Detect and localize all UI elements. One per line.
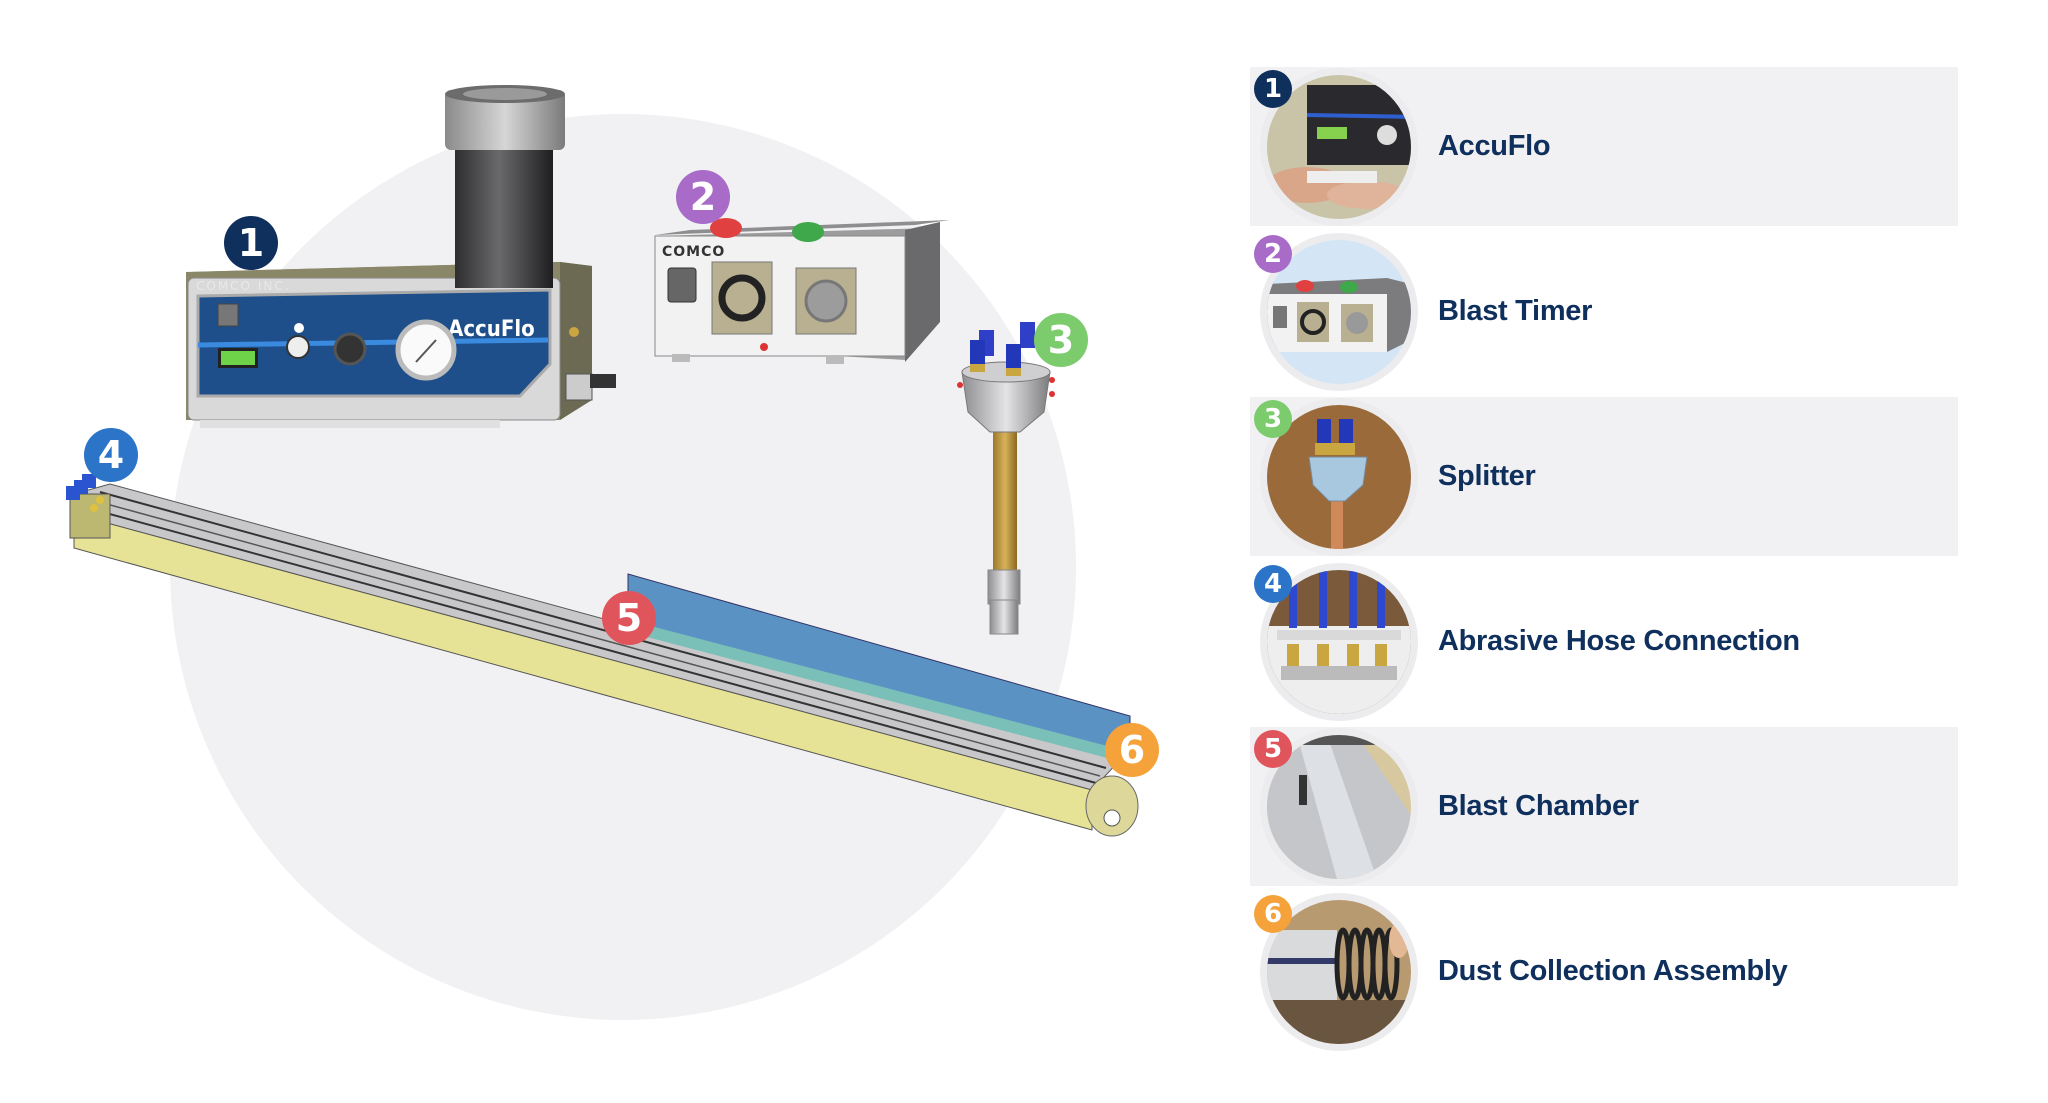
timer-panel-brand: COMCO [662, 244, 725, 260]
accuflo-unit: COMCO INC. AccuFlo [186, 85, 616, 428]
callout-5-number: 5 [615, 596, 643, 640]
legend-badge-6: 6 [1254, 895, 1292, 933]
legend-item-blast-timer[interactable]: 2 Blast Timer [1250, 229, 1958, 394]
dust-collection-photo-icon [1267, 900, 1411, 1044]
legend-badge-number: 4 [1263, 569, 1283, 599]
legend-badge-2: 2 [1254, 235, 1292, 273]
legend-badge-4: 4 [1254, 565, 1292, 603]
callout-1-number: 1 [237, 221, 265, 265]
callout-2-number: 2 [689, 175, 717, 219]
accuflo-panel-name: AccuFlo [448, 317, 535, 342]
callout-4[interactable]: 4 [84, 428, 138, 482]
legend-label: AccuFlo [1438, 130, 1551, 162]
accuflo-panel-brand: COMCO INC. [196, 279, 291, 293]
legend-badge-number: 2 [1263, 239, 1283, 269]
callout-4-number: 4 [97, 433, 125, 477]
callout-6[interactable]: 6 [1105, 723, 1159, 777]
callout-1[interactable]: 1 [224, 216, 278, 270]
legend-badge-1: 1 [1254, 70, 1292, 108]
legend-badge-3: 3 [1254, 400, 1292, 438]
callout-5[interactable]: 5 [602, 591, 656, 645]
legend-label: Splitter [1438, 460, 1536, 492]
legend-item-abrasive-hose-connection[interactable]: 4 Abrasive Hose Connection [1250, 559, 1958, 724]
callout-6-number: 6 [1118, 728, 1146, 772]
callout-3[interactable]: 3 [1034, 313, 1088, 367]
legend-badge-number: 1 [1263, 74, 1283, 104]
legend-badge-number: 3 [1263, 404, 1283, 434]
splitter-photo-icon [1267, 405, 1411, 549]
blast-rail-assembly [66, 474, 1139, 837]
legend-item-splitter[interactable]: 3 Splitter [1250, 394, 1958, 559]
thumbnail-frame [1260, 728, 1418, 886]
legend-label: Dust Collection Assembly [1438, 955, 1788, 987]
blast-timer-photo-icon [1267, 240, 1411, 384]
thumbnail-frame [1260, 68, 1418, 226]
legend-label: Blast Timer [1438, 295, 1593, 327]
callout-2[interactable]: 2 [676, 170, 730, 224]
callout-3-number: 3 [1047, 318, 1075, 362]
legend-label: Abrasive Hose Connection [1438, 625, 1800, 657]
legend-badge-number: 5 [1263, 734, 1283, 764]
legend-label: Blast Chamber [1438, 790, 1639, 822]
accuflo-photo-icon [1267, 75, 1411, 219]
legend-badge-number: 6 [1263, 899, 1283, 929]
legend-item-accuflo[interactable]: 1 AccuFlo [1250, 64, 1958, 229]
blast-timer-unit: COMCO [654, 218, 950, 364]
legend-item-dust-collection-assembly[interactable]: 6 Dust Collection Assembly [1250, 889, 1958, 1054]
legend-badge-5: 5 [1254, 730, 1292, 768]
component-legend: 1 AccuFlo 2 Blast Timer 3 Splitter 4 Abr… [1250, 64, 1958, 1054]
legend-item-blast-chamber[interactable]: 5 Blast Chamber [1250, 724, 1958, 889]
splitter-unit [957, 322, 1055, 635]
system-illustration: COMCO INC. AccuFlo COMCO [66, 85, 1139, 837]
thumbnail-frame [1260, 563, 1418, 721]
blast-chamber-photo-icon [1267, 735, 1411, 879]
